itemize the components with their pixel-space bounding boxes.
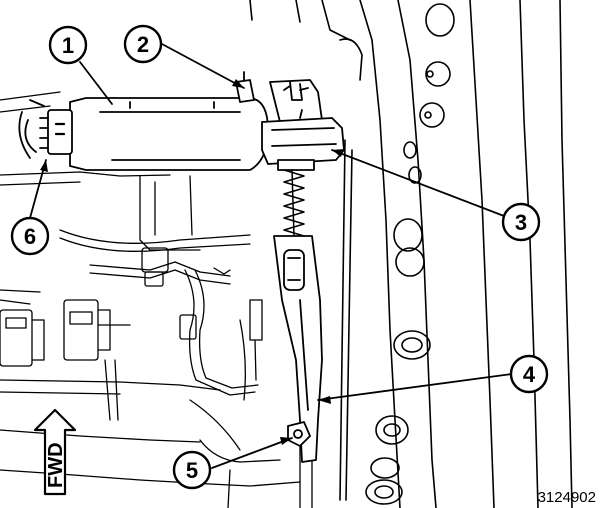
actuator-housing bbox=[18, 97, 269, 171]
callout-circle-4 bbox=[509, 354, 549, 394]
callout-circle-1 bbox=[48, 25, 88, 65]
fwd-label: FWD bbox=[45, 442, 67, 488]
background-structure bbox=[0, 91, 313, 508]
leader-arrowheads bbox=[40, 79, 344, 445]
retaining-clip bbox=[287, 421, 311, 447]
callout-number-6: 6 bbox=[24, 224, 36, 249]
body-panel bbox=[249, 0, 573, 508]
callout-circle-2 bbox=[123, 24, 163, 64]
callout-group bbox=[10, 24, 549, 490]
mounting-fastener bbox=[235, 71, 323, 131]
callout-number-4: 4 bbox=[523, 362, 536, 387]
lock-block bbox=[261, 109, 345, 171]
callout-number-2: 2 bbox=[137, 32, 149, 57]
callout-circle-3 bbox=[501, 202, 541, 242]
figure-number: 3124902 bbox=[538, 489, 596, 506]
leader-lines bbox=[29, 43, 513, 469]
callout-number-5: 5 bbox=[186, 458, 198, 483]
release-rod bbox=[273, 235, 323, 463]
callout-circle-5 bbox=[172, 450, 212, 490]
callout-circle-6 bbox=[10, 216, 50, 256]
callout-number-3: 3 bbox=[515, 210, 527, 235]
forward-arrow-icon bbox=[33, 408, 77, 496]
spring bbox=[283, 169, 305, 237]
callout-number-1: 1 bbox=[62, 33, 74, 58]
